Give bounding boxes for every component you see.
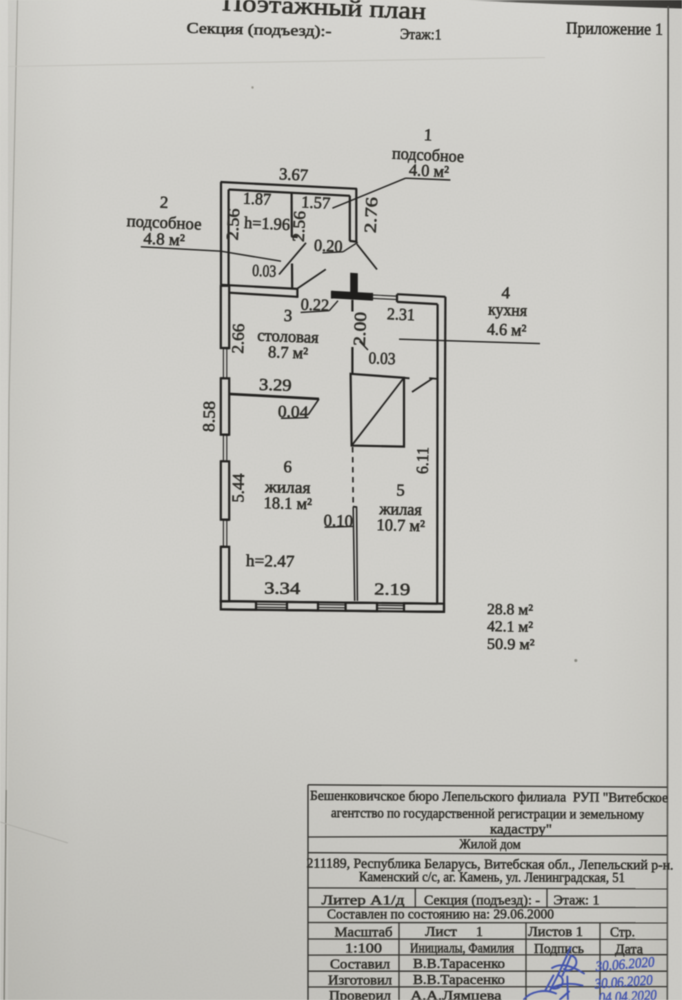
svg-text:Стр.: Стр. [610, 924, 635, 939]
svg-text:Дата: Дата [615, 942, 643, 957]
svg-text:Инициалы, Фамилия: Инициалы, Фамилия [410, 941, 515, 956]
svg-text:агентство по государственной р: агентство по государственной регистрации… [331, 805, 644, 822]
svg-text:А.А.Лямцева: А.А.Лямцева [411, 988, 502, 1000]
svg-text:5: 5 [396, 481, 405, 500]
svg-text:0.04: 0.04 [278, 402, 310, 422]
svg-text:жилая: жилая [378, 499, 422, 519]
svg-text:Секция (подъезд): -: Секция (подъезд): - [424, 893, 540, 909]
svg-text:2.56: 2.56 [223, 208, 244, 241]
svg-text:В.В.Тарасенко: В.В.Тарасенко [413, 956, 505, 971]
svg-text:3: 3 [284, 306, 293, 325]
svg-text:3.34: 3.34 [264, 579, 301, 599]
svg-text:8.58: 8.58 [199, 401, 219, 432]
svg-text:42.1 м²: 42.1 м² [487, 618, 534, 636]
svg-text:2.76: 2.76 [361, 197, 382, 234]
svg-text:Листов 1: Листов 1 [528, 924, 583, 939]
svg-text:Секция (подъезд):-: Секция (подъезд):- [186, 21, 331, 40]
svg-text:Лист: Лист [425, 924, 457, 939]
svg-text:2.66: 2.66 [228, 323, 248, 354]
svg-text:кадастру": кадастру" [490, 822, 552, 837]
svg-text:4.0 м²: 4.0 м² [409, 160, 450, 181]
svg-text:3.29: 3.29 [259, 375, 292, 395]
svg-text:3.67: 3.67 [279, 164, 309, 184]
svg-text:28.8 м²: 28.8 м² [487, 601, 534, 619]
svg-text:211189, Республика Беларусь, В: 211189, Республика Беларусь, Витебская о… [306, 856, 673, 873]
svg-text:0.10: 0.10 [323, 511, 353, 531]
svg-text:50.9 м²: 50.9 м² [487, 636, 535, 654]
svg-text:6: 6 [283, 457, 292, 476]
svg-text:2.00: 2.00 [350, 312, 370, 347]
svg-text:1.87: 1.87 [243, 189, 272, 209]
svg-text:кухня: кухня [488, 300, 528, 320]
svg-text:0.03: 0.03 [252, 261, 277, 281]
svg-text:18.1 м²: 18.1 м² [263, 493, 312, 513]
svg-text:2.56: 2.56 [289, 210, 309, 242]
svg-text:30.06.2020: 30.06.2020 [594, 954, 655, 975]
svg-text:8.7 м²: 8.7 м² [268, 342, 309, 363]
svg-text:5.44: 5.44 [228, 473, 248, 503]
svg-text:Проверил: Проверил [329, 988, 391, 1000]
svg-text:подсобное: подсобное [126, 211, 202, 233]
svg-text:1.57: 1.57 [301, 192, 331, 212]
svg-text:Жилой дом: Жилой дом [459, 836, 521, 851]
svg-text:30.06.2020: 30.06.2020 [593, 972, 653, 992]
svg-text:1: 1 [476, 924, 483, 939]
svg-text:2.31: 2.31 [387, 304, 416, 324]
svg-text:подсобное: подсобное [392, 144, 465, 166]
svg-text:10.7 м²: 10.7 м² [376, 515, 425, 535]
svg-text:4.8 м²: 4.8 м² [143, 229, 185, 250]
svg-text:Подпись: Подпись [534, 941, 584, 956]
svg-text:h=1.96: h=1.96 [244, 213, 291, 234]
svg-text:0.20: 0.20 [314, 236, 343, 256]
svg-text:2.19: 2.19 [374, 580, 410, 600]
svg-text:Составил: Составил [330, 956, 390, 971]
svg-text:Бешенковичское бюро Лепельског: Бешенковичское бюро Лепельского филиала … [310, 788, 668, 805]
svg-text:столовая: столовая [257, 326, 319, 347]
svg-text:Этаж:1: Этаж:1 [400, 27, 442, 44]
svg-text:Приложение 1: Приложение 1 [566, 19, 663, 39]
svg-text:h=2.47: h=2.47 [246, 551, 295, 571]
svg-text:2: 2 [159, 193, 168, 212]
svg-text:6.11: 6.11 [413, 447, 433, 474]
svg-text:Составлен по состоянию на: 29.: Составлен по состоянию на: 29.06.2000 [327, 907, 554, 922]
svg-text:0.22: 0.22 [300, 295, 329, 315]
svg-text:Этаж: 1: Этаж: 1 [554, 893, 600, 908]
svg-text:0.03: 0.03 [368, 348, 396, 368]
svg-text:1: 1 [423, 125, 432, 144]
svg-text:4.6 м²: 4.6 м² [487, 319, 527, 340]
svg-text:4: 4 [501, 283, 511, 302]
svg-text:Литер А1/д: Литер А1/д [322, 893, 405, 908]
svg-text:Масштаб: Масштаб [335, 925, 393, 940]
svg-text:04.04.2020: 04.04.2020 [598, 987, 657, 1000]
svg-text:жилая: жилая [264, 477, 311, 497]
svg-text:В.В.Тарасенко: В.В.Тарасенко [413, 972, 505, 987]
svg-text:Каменский с/с, аг. Камень, ул.: Каменский с/с, аг. Камень, ул. Ленинград… [359, 869, 625, 885]
svg-text:Изготовил: Изготовил [328, 972, 392, 987]
svg-text:1:100: 1:100 [345, 941, 382, 956]
